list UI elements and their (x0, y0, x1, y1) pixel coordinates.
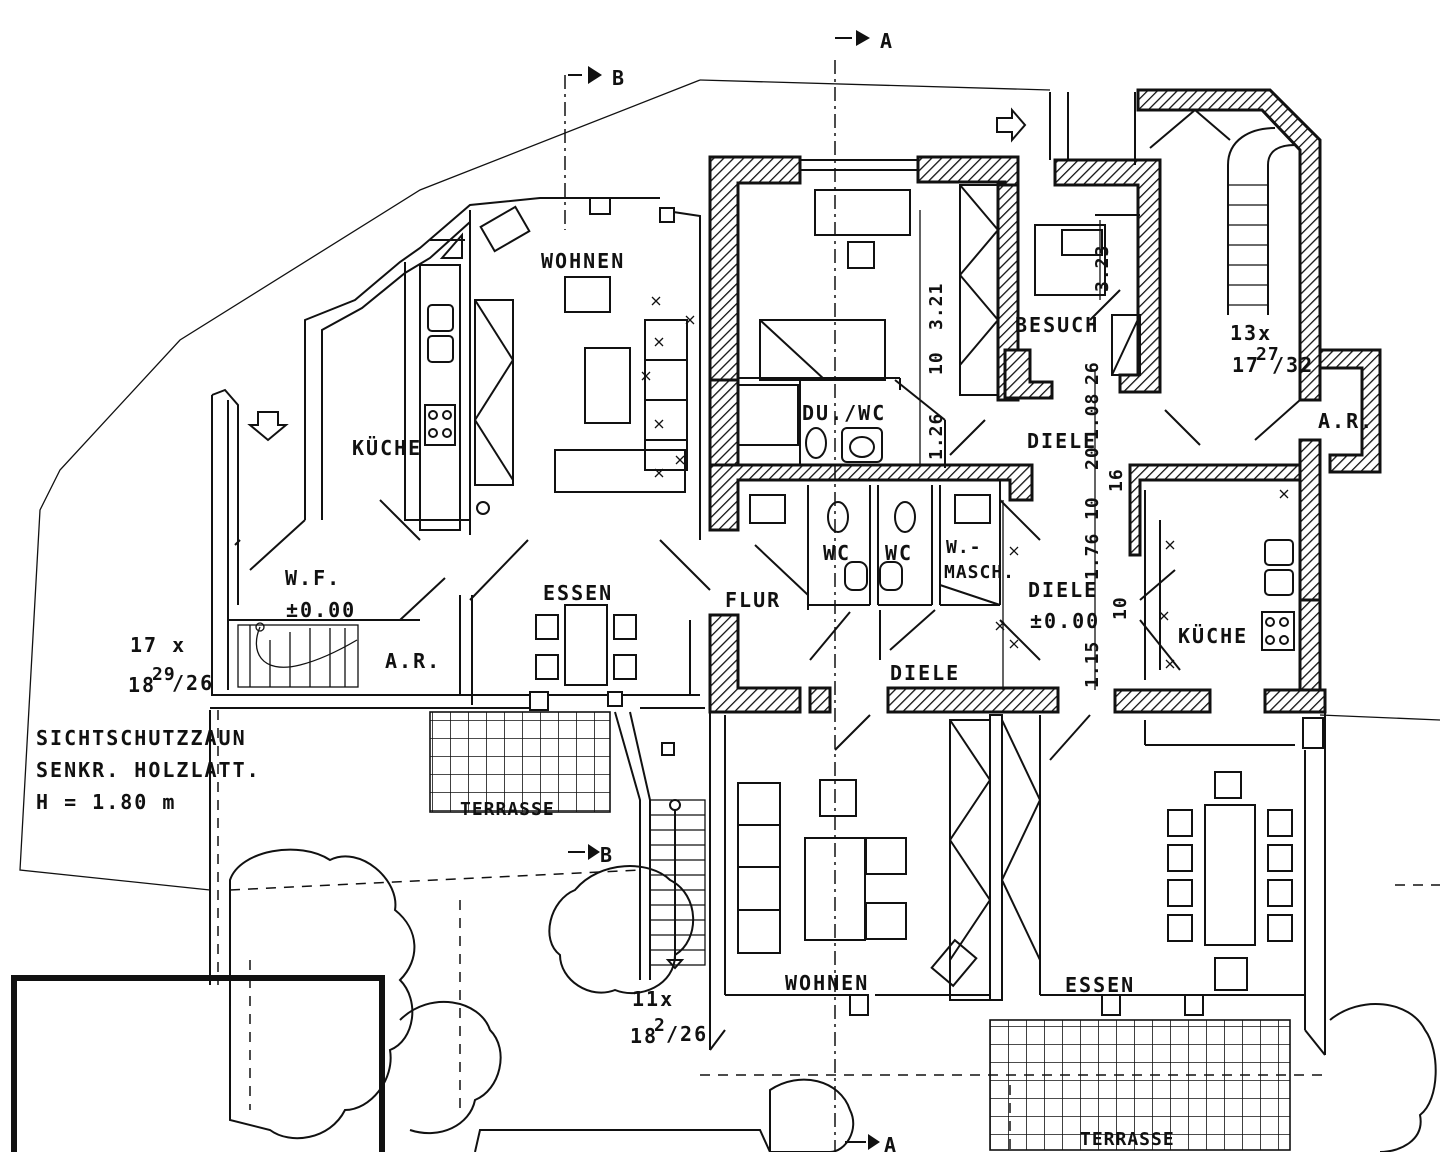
dim-1-76: 1.76 (1082, 533, 1103, 580)
room-label-wmasch-2: MASCH. (944, 562, 1015, 583)
left-stair (237, 622, 359, 688)
room-label-kueche-right: KÜCHE (1178, 624, 1248, 648)
dim-16: 16 (1106, 468, 1127, 492)
stair-bottom-tread: /26 (666, 1022, 708, 1046)
room-label-du-wc: DU./WC (802, 401, 886, 425)
stair-left-count: 17 x (130, 633, 186, 657)
left-wing-walls (211, 197, 701, 711)
room-label-wc-1: WC (823, 541, 851, 565)
fence-note-line-2: SENKR. HOLZLATT. (36, 758, 261, 782)
privacy-fence (209, 707, 705, 985)
stair-bottom-rise-sup: 2 (654, 1015, 666, 1036)
section-lines (564, 30, 880, 1152)
dim-1-26: 1.26 (926, 413, 947, 460)
room-label-essen-bottom: ESSEN (1065, 973, 1135, 997)
stair-left-rise: 18 (128, 673, 156, 697)
room-label-ar-left: A.R. (385, 649, 441, 673)
room-label-kueche-left: KÜCHE (352, 436, 422, 460)
room-label-diele-mid: DIELE (1028, 578, 1098, 602)
room-label-terrasse-bottom: TERRASSE (1080, 1129, 1175, 1150)
dim-10-b: 10 (1082, 496, 1103, 520)
dim-1-15: 1.15 (1082, 641, 1103, 688)
room-label-wohnen-left: WOHNEN (541, 249, 625, 273)
room-label-diele-top: DIELE (1027, 429, 1097, 453)
fence-note-line-1: SICHTSCHUTZZAUN (36, 726, 247, 750)
section-mark-a-top: A (880, 29, 894, 53)
room-label-wohnen-bottom: WOHNEN (785, 971, 869, 995)
section-mark-b-mid: B (600, 843, 614, 867)
room-label-terrasse-left: TERRASSE (460, 799, 555, 820)
room-label-wmasch-1: W.- (946, 537, 982, 558)
room-label-flur: FLUR (725, 588, 781, 612)
garden-bed (474, 1129, 771, 1152)
dim-10-a: 10 (926, 351, 947, 375)
dim-20: 20 (1082, 446, 1103, 470)
room-label-essen-left: ESSEN (543, 581, 613, 605)
garage-block (11, 975, 385, 1152)
terrace-left (429, 711, 611, 813)
entrance-arrow-top-icon (996, 107, 1027, 143)
interior-lines (249, 92, 1326, 1056)
stair-right-count: 13x (1230, 321, 1272, 345)
stair-bottom-count: 11x (632, 987, 674, 1011)
entrance-arrow-left-icon (247, 411, 289, 442)
section-mark-b-top: B (612, 66, 626, 90)
level-label-diele: ±0.00 (1030, 609, 1100, 633)
level-label-wf: ±0.00 (286, 598, 356, 622)
stair-right-rise: 17 (1232, 353, 1260, 377)
stair-bottom-rise: 18 (630, 1024, 658, 1048)
room-label-wc-2: WC (885, 541, 913, 565)
dim-26: 26 (1082, 361, 1103, 385)
room-label-diele-bottom: DIELE (890, 661, 960, 685)
site-outline (19, 79, 1440, 891)
dimension-ticks (641, 296, 1289, 669)
stair-left-rise-sup: 29 (152, 664, 176, 685)
room-label-wf: W.F. (285, 566, 341, 590)
section-mark-a-bottom: A (884, 1133, 898, 1152)
dim-10-c: 10 (1110, 596, 1131, 620)
room-label-ar-right: A.R. (1318, 409, 1374, 433)
stair-right-tread: /32 (1272, 353, 1314, 377)
stair-right-rise-sup: 27 (1256, 344, 1280, 365)
terrace-bottom (989, 1019, 1291, 1151)
room-label-besuch: BESUCH (1015, 313, 1099, 337)
fence-note-line-3: H = 1.80 m (36, 790, 176, 814)
stair-left-tread: /26 (172, 671, 214, 695)
dim-3-21: 3.21 (926, 283, 947, 330)
dim-1-08: 1.08 (1082, 393, 1103, 440)
dim-3-23: 3.23 (1092, 245, 1113, 292)
